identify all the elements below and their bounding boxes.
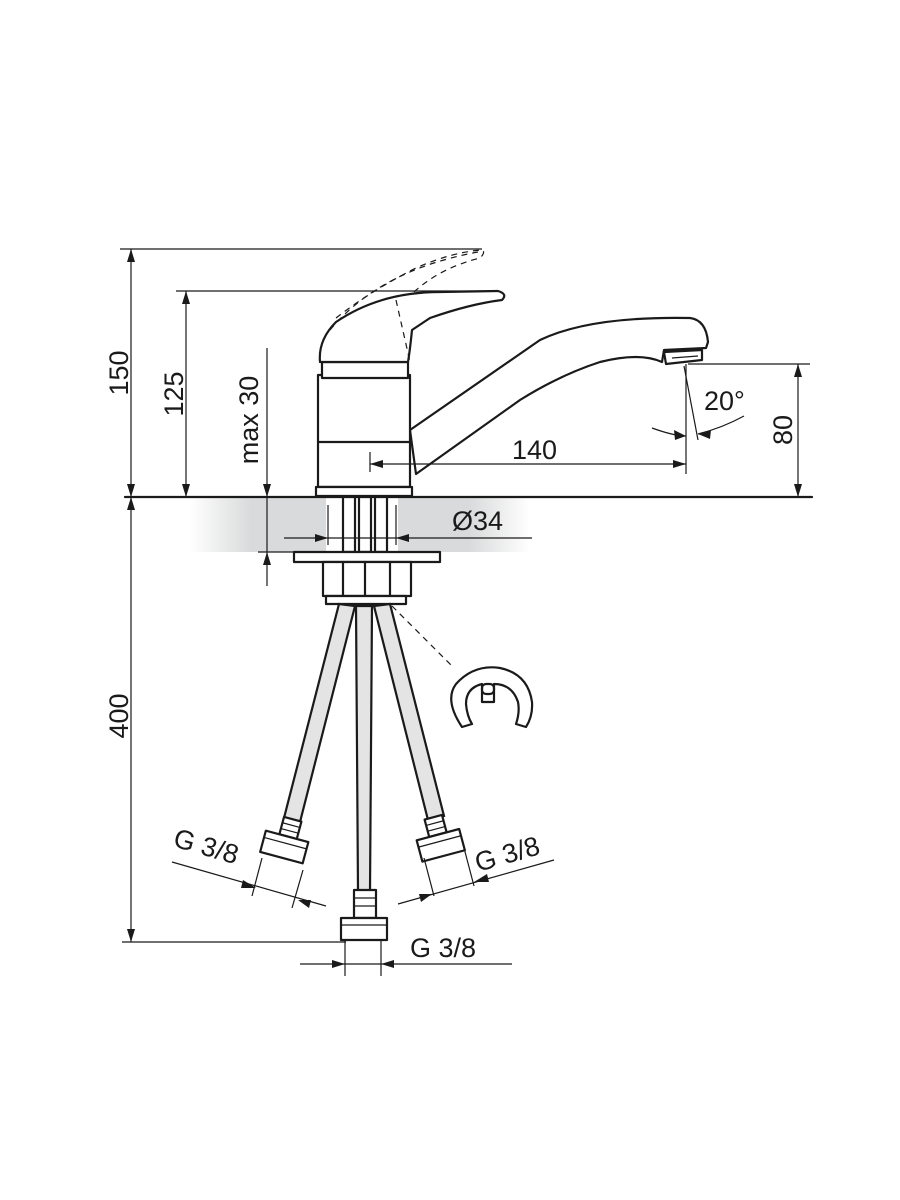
dim-label-140: 140 — [512, 435, 557, 465]
fitting-right — [415, 813, 466, 863]
dim-left-connection: G 3/8 — [170, 823, 327, 909]
mounting-stud-left — [341, 495, 357, 554]
faucet — [314, 249, 710, 498]
hose-right — [372, 602, 446, 822]
fitting-center — [339, 888, 389, 942]
dim-label-20deg: 20° — [704, 386, 745, 416]
lever-handle — [318, 289, 506, 364]
mounting-washer — [292, 550, 442, 564]
hose-left — [282, 602, 357, 824]
faucet-body — [316, 373, 412, 489]
supply-hoses — [259, 602, 466, 942]
retaining-clip — [391, 605, 534, 729]
hose-center — [354, 604, 374, 894]
dim-label-g38-left: G 3/8 — [170, 823, 242, 870]
dim-label-diameter: Ø34 — [452, 506, 503, 536]
base-flange — [314, 485, 414, 498]
cartridge-cap — [320, 360, 410, 380]
dim-total-height: 150 — [104, 248, 482, 497]
dim-center-connection: G 3/8 — [300, 933, 512, 976]
dim-label-150: 150 — [104, 350, 134, 395]
dim-hole-diameter: Ø34 — [284, 505, 532, 545]
dim-lever-height: 125 — [159, 290, 496, 497]
fitting-left — [259, 815, 310, 865]
dim-countertop: max 30 — [234, 348, 294, 586]
mounting-stud-right — [373, 495, 389, 554]
dim-spout-angle: 20° — [651, 365, 745, 441]
dim-spout-reach: 140 — [369, 364, 687, 474]
dim-label-max30: max 30 — [234, 376, 264, 465]
mounting-stud-center — [357, 495, 373, 554]
spout — [408, 316, 710, 476]
mounting-nut — [321, 560, 413, 598]
dim-label-g38-right: G 3/8 — [471, 831, 543, 878]
dim-label-g38-center: G 3/8 — [410, 933, 476, 963]
dim-label-400: 400 — [104, 693, 134, 738]
dim-spout-height: 80 — [688, 363, 810, 497]
dim-label-125: 125 — [159, 371, 189, 416]
clip-outline — [450, 666, 534, 729]
dim-hose-length: 400 — [104, 497, 346, 943]
dim-label-80: 80 — [768, 415, 798, 445]
